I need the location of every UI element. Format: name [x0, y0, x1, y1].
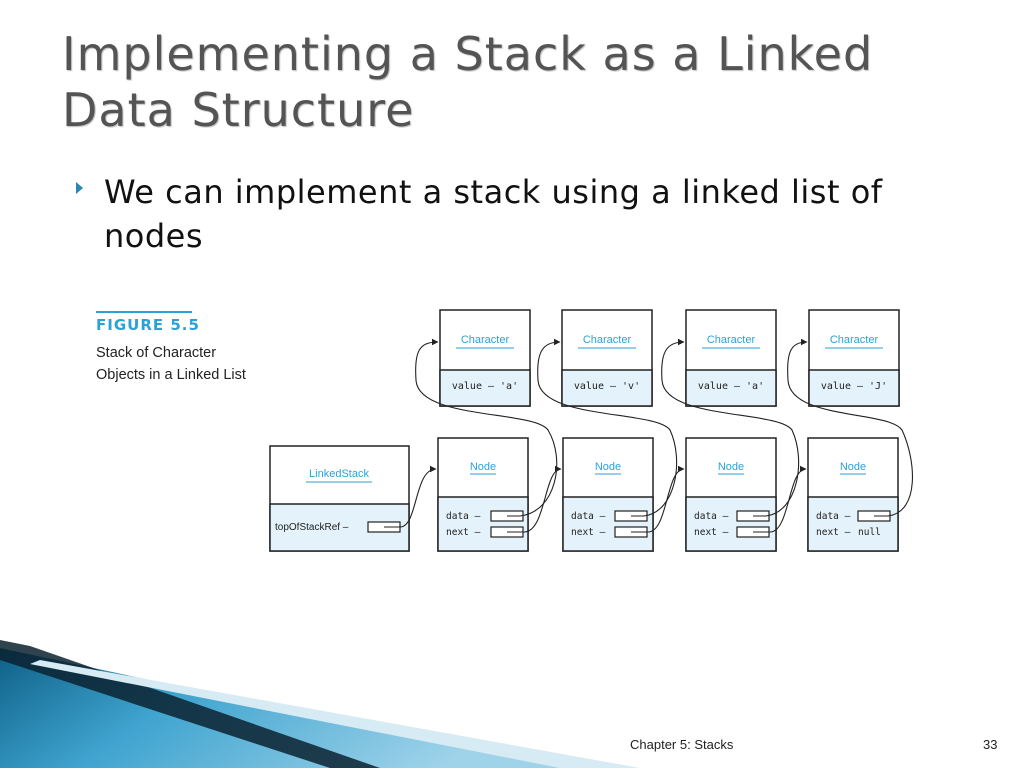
slide-number: 33 — [983, 737, 998, 752]
bullet-text: We can implement a stack using a linked … — [104, 173, 883, 255]
footer-chapter: Chapter 5: Stacks — [630, 737, 734, 752]
node-box-2: Node data – next – — [562, 437, 654, 552]
pointer-arrow — [631, 465, 685, 533]
bullet-arrow-icon — [76, 182, 83, 194]
figure-rule — [96, 311, 192, 313]
top-of-stack-field: topOfStackRef – — [275, 522, 349, 533]
node-class-label: Node — [718, 461, 744, 473]
node-class-label: Node — [470, 461, 496, 473]
character-value: value – 'J' — [821, 381, 887, 392]
node-box-1: Node data – next – — [437, 437, 529, 552]
pointer-arrows — [384, 338, 914, 533]
slide-title-line-2: Data Structure — [62, 83, 415, 137]
footer-decoration — [0, 640, 640, 768]
node-data-field: data – — [571, 511, 606, 522]
character-value: value – 'v' — [574, 381, 640, 392]
node-next-field: next – — [571, 527, 606, 538]
node-class-label: Node — [840, 461, 866, 473]
node-next-field: next – — [694, 527, 729, 538]
character-class-label: Character — [583, 334, 632, 346]
node-box-3: Node data – next – — [685, 437, 777, 552]
node-class-label: Node — [595, 461, 621, 473]
character-class-label: Character — [707, 334, 756, 346]
character-class-label: Character — [830, 334, 879, 346]
character-class-label: Character — [461, 334, 510, 346]
pointer-arrow — [415, 338, 558, 517]
figure-label: FIGURE 5.5 — [96, 316, 200, 334]
character-box-1: Character value – 'a' — [439, 309, 531, 407]
node-next-null: null — [858, 527, 881, 538]
character-box-4: Character value – 'J' — [808, 309, 900, 407]
node-box-4: Node data – next – null — [807, 437, 899, 552]
pointer-arrow — [753, 465, 807, 533]
character-box-3: Character value – 'a' — [685, 309, 777, 407]
pointer-arrow — [507, 465, 562, 533]
linked-stack-box: LinkedStack topOfStackRef – — [269, 445, 410, 552]
character-value: value – 'a' — [452, 381, 518, 392]
pointer-arrow — [384, 465, 437, 528]
linked-stack-class-label: LinkedStack — [309, 468, 369, 480]
pointer-arrow — [537, 338, 678, 517]
pointer-arrow — [661, 338, 800, 517]
node-data-field: data – — [816, 511, 851, 522]
node-next-field: next – — [446, 527, 481, 538]
node-next-field: next – — [816, 527, 851, 538]
node-data-field: data – — [694, 511, 729, 522]
pointer-arrow — [787, 338, 914, 517]
figure-caption: Stack of Character Objects in a Linked L… — [96, 342, 266, 386]
slide-title: Implementing a Stack as a Linked Data St… — [62, 26, 962, 138]
figure-caption-line-2: Objects in a Linked List — [96, 367, 246, 383]
node-data-field: data – — [446, 511, 481, 522]
character-box-2: Character value – 'v' — [561, 309, 653, 407]
figure-caption-line-1: Stack of Character — [96, 345, 217, 361]
character-value: value – 'a' — [698, 381, 764, 392]
slide-title-line-1: Implementing a Stack as a Linked — [62, 27, 874, 81]
